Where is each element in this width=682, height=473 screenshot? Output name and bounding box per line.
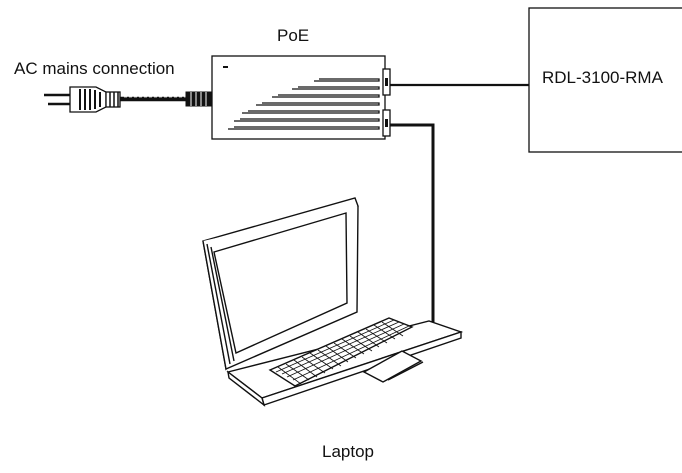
poe-injector-icon xyxy=(211,55,391,140)
power-plug-icon xyxy=(44,86,213,113)
poe-label: PoE xyxy=(277,26,310,45)
radio-unit-label: RDL-3100-RMA xyxy=(542,68,663,87)
laptop-label: Laptop xyxy=(322,442,374,461)
radio-unit-box xyxy=(528,7,682,153)
laptop-icon xyxy=(202,197,464,407)
poe-to-laptop-cable xyxy=(388,123,435,322)
ac-mains-label: AC mains connection xyxy=(14,59,175,78)
